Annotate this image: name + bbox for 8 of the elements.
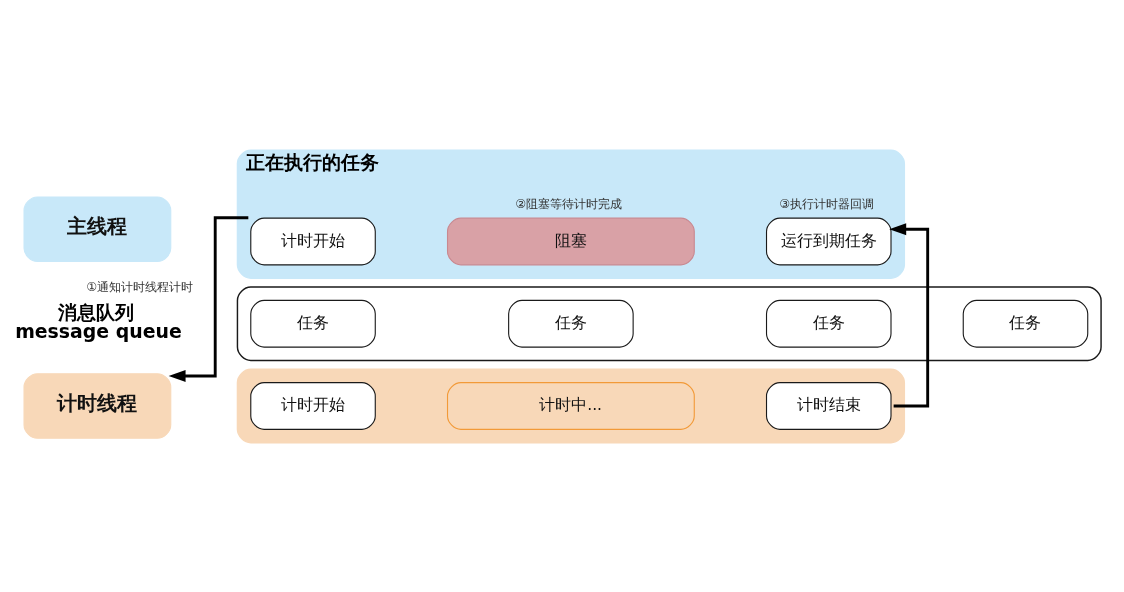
edge-label: ①通知计时线程计时 bbox=[86, 279, 194, 294]
label: 消息队列 message queue bbox=[15, 300, 182, 342]
cluster bbox=[236, 285, 1102, 361]
cluster bbox=[236, 368, 906, 443]
node-label: ②阻塞等待计时完成 bbox=[515, 196, 623, 211]
arrow bbox=[168, 215, 249, 382]
arrow bbox=[889, 222, 930, 407]
node-label: ③执行计时器回调 bbox=[779, 196, 875, 211]
